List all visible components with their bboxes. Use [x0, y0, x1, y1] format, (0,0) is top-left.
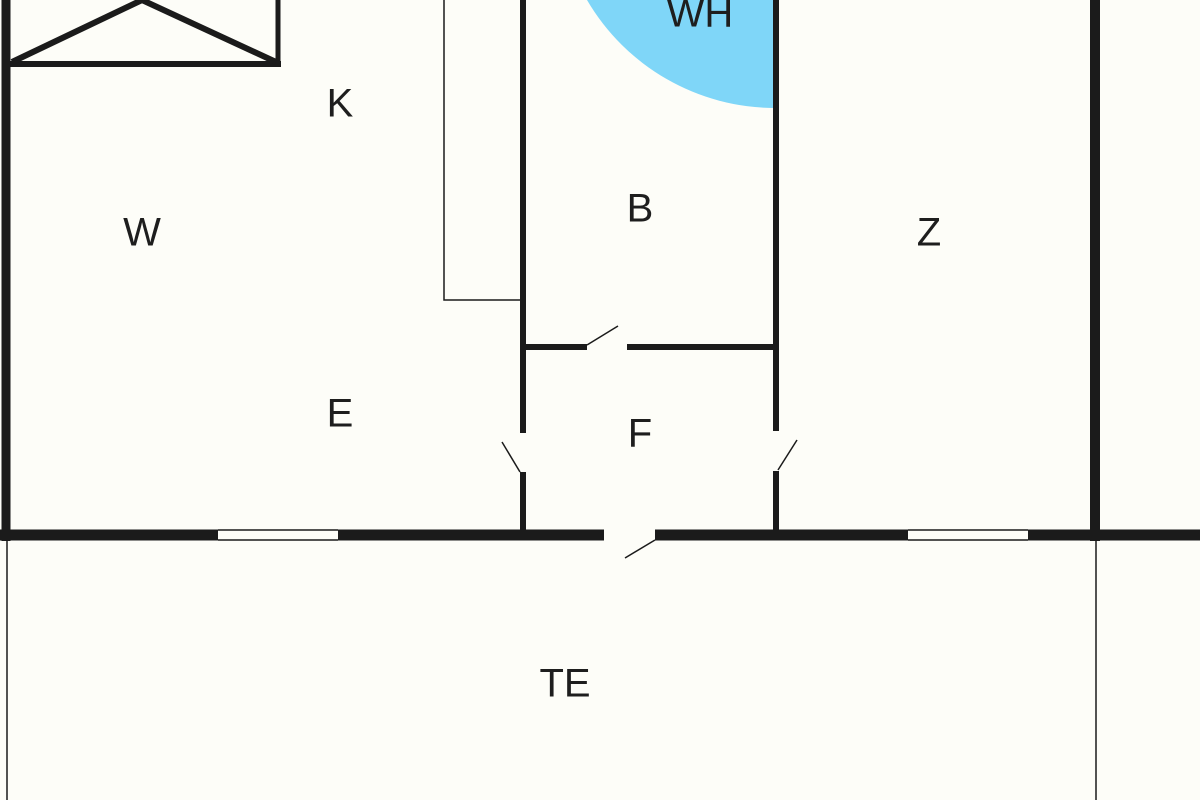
shower-area — [587, 0, 775, 108]
room-label-k: K — [327, 82, 354, 126]
window-left — [218, 529, 338, 541]
room-label-w: W — [123, 211, 161, 255]
room-label-f: F — [628, 412, 652, 456]
room-label-wh: WH — [667, 0, 734, 36]
door-right[interactable] — [777, 439, 798, 471]
door-entrance[interactable] — [624, 539, 656, 559]
room-label-e: E — [327, 392, 354, 436]
room-label-z: Z — [917, 211, 941, 255]
room-label-te: TE — [539, 662, 590, 706]
door-left[interactable] — [501, 441, 521, 473]
room-label-b: B — [627, 187, 654, 231]
window-right — [908, 529, 1028, 541]
stove-icon — [8, 0, 281, 67]
counter-outline — [443, 0, 522, 301]
door-bath[interactable] — [586, 325, 619, 346]
